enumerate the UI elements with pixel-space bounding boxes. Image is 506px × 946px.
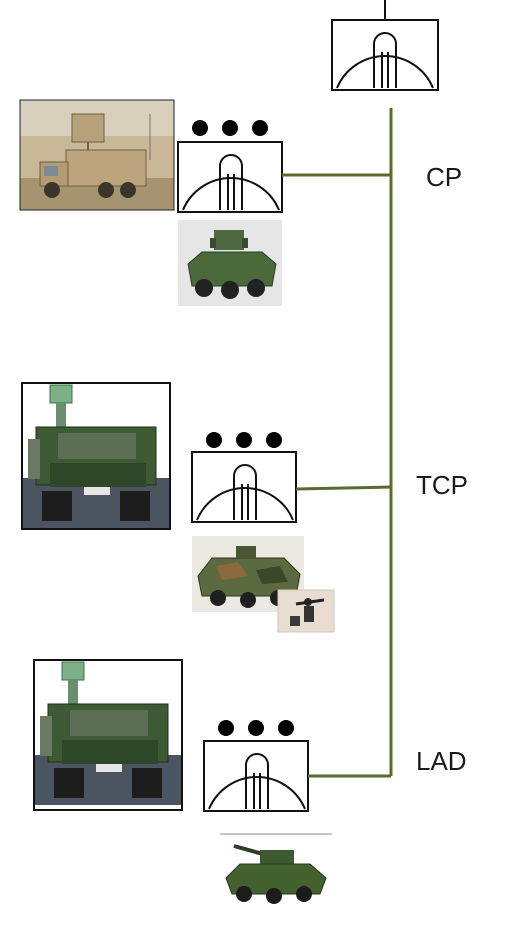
tcp-label: TCP [416, 470, 468, 500]
tcp-manpads-image [276, 588, 336, 634]
cp-unit-symbol [177, 141, 283, 213]
lad-echelon-dots [218, 720, 294, 736]
lad-unit-symbol [203, 740, 309, 812]
tcp-radar-image [21, 382, 171, 530]
level-cp: CP [19, 99, 462, 307]
cp-vehicle-image [177, 219, 283, 307]
lad-label: LAD [416, 746, 467, 776]
lad-radar-image [33, 659, 183, 811]
tcp-echelon-dots [206, 432, 282, 448]
level-lad: LAD [33, 659, 467, 906]
lad-vehicle-image [218, 832, 334, 906]
cp-label: CP [426, 162, 462, 192]
higher-unit-symbol [331, 19, 439, 91]
cp-radar-image [19, 99, 175, 211]
level-tcp: TCP [21, 382, 468, 634]
tcp-connector-line [295, 485, 392, 491]
tcp-unit-symbol [191, 451, 297, 523]
cp-echelon-dots [192, 120, 268, 136]
